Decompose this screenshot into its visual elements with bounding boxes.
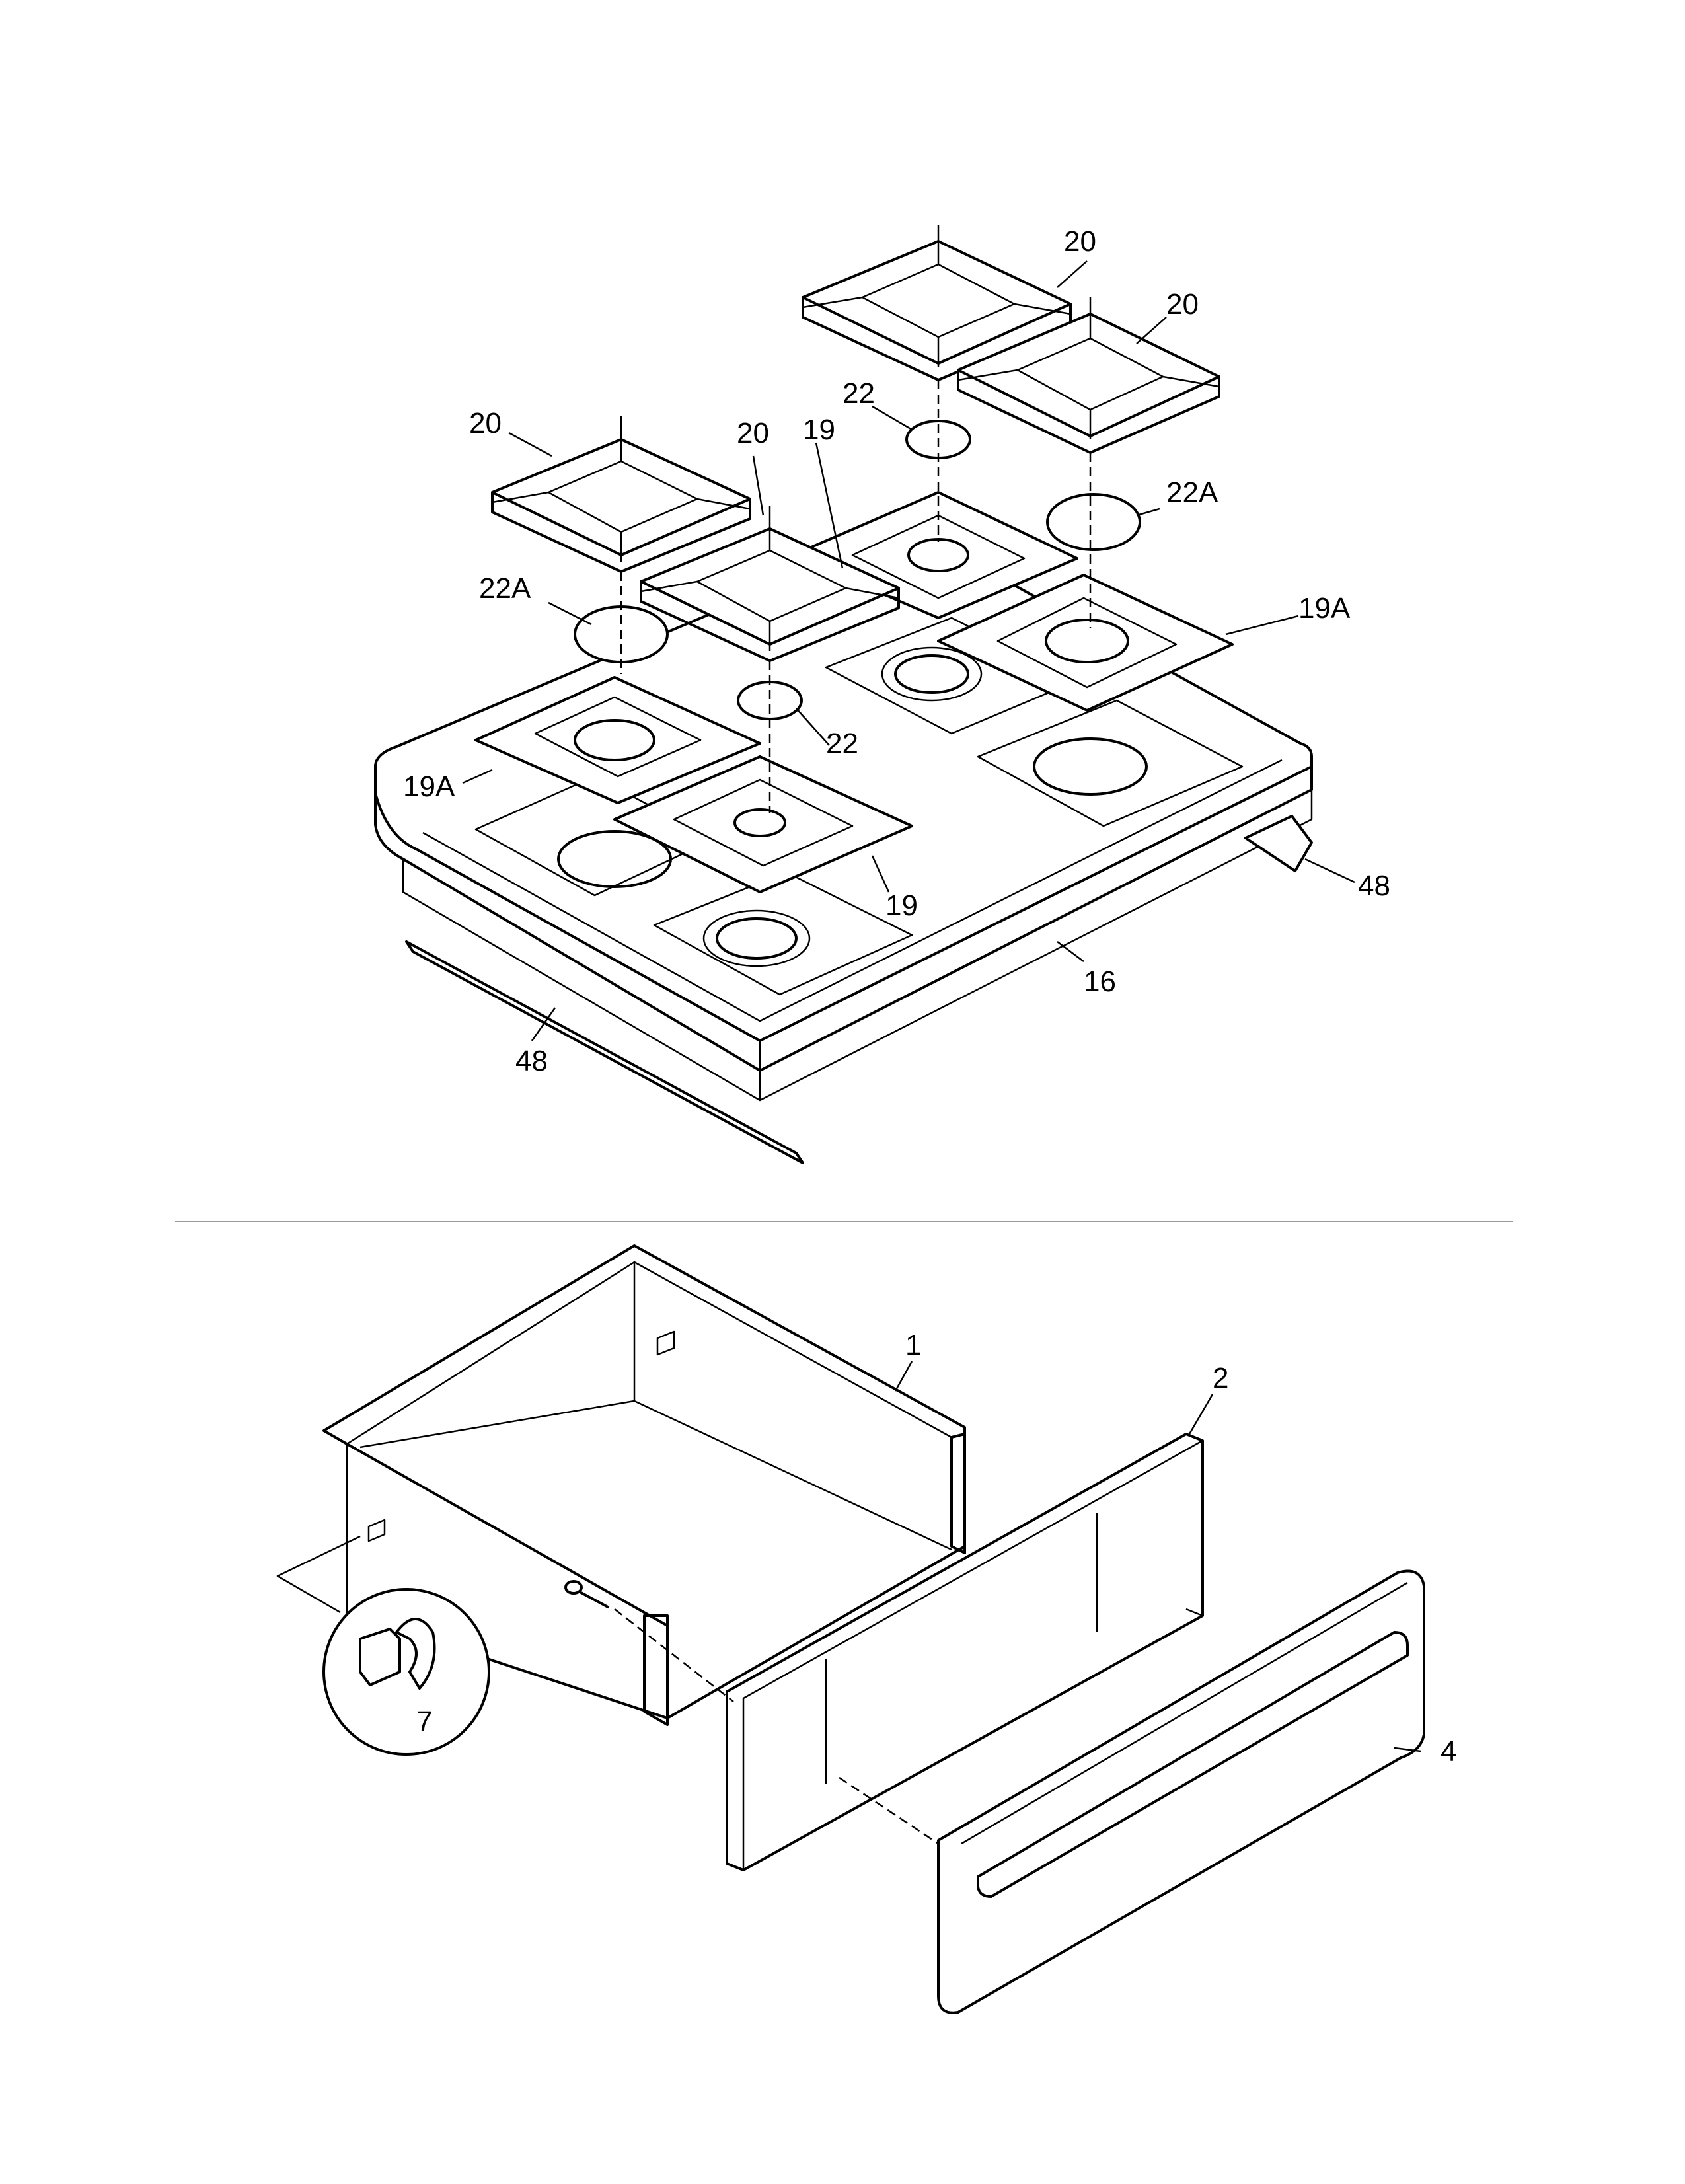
grate-rear-right bbox=[957, 297, 1220, 454]
callout-grate-front-center: 20 bbox=[737, 417, 769, 449]
callout-cap-rear: 22 bbox=[842, 377, 875, 410]
cooktop-assembly bbox=[374, 225, 1355, 1164]
cooktop-leader-lines bbox=[462, 260, 1355, 1041]
callout-tray-right: 19A bbox=[1298, 592, 1351, 624]
callout-drawer-box: 1 bbox=[905, 1329, 921, 1361]
burner-well-front-center bbox=[653, 871, 913, 996]
callout-grate-front-left: 20 bbox=[469, 407, 502, 439]
callout-tray-left: 19A bbox=[403, 771, 455, 803]
callout-cap-front-small: 22 bbox=[826, 728, 858, 760]
burner-tray-front bbox=[613, 755, 913, 893]
burner-well-right bbox=[977, 699, 1244, 827]
callout-cooktop: 16 bbox=[1084, 965, 1116, 998]
drawer-handle-panel bbox=[937, 1569, 1425, 2014]
callout-tray-rear: 19 bbox=[803, 414, 835, 446]
burner-tray-left bbox=[474, 676, 761, 804]
burner-tray-right bbox=[937, 574, 1234, 712]
drawer-glide-detail bbox=[276, 1535, 490, 1756]
callout-cap-left-large: 22A bbox=[479, 572, 531, 605]
grate-front-left bbox=[491, 416, 751, 573]
callout-cap-right-large: 22A bbox=[1166, 476, 1218, 509]
callout-tray-front: 19 bbox=[885, 889, 918, 922]
callout-drawer-handle-panel: 4 bbox=[1441, 1735, 1456, 1768]
cooktop-callout-labels: 20 20 20 20 22 22A 22A 22 19 19A 19A 19 … bbox=[403, 225, 1390, 1077]
drawer-assembly bbox=[276, 1244, 1425, 2014]
callout-drawer-glide: 7 bbox=[416, 1706, 432, 1738]
right-trim-strip bbox=[1244, 815, 1313, 872]
callout-trim-left: 48 bbox=[515, 1045, 548, 1077]
drawer-box bbox=[322, 1244, 966, 1726]
drawer-leader-lines bbox=[894, 1361, 1421, 1752]
drawer-callout-labels: 1 2 4 7 bbox=[416, 1329, 1456, 1768]
drawer-front-panel bbox=[726, 1433, 1204, 1871]
callout-grate-rear-right: 20 bbox=[1166, 288, 1199, 320]
callout-drawer-front-panel: 2 bbox=[1213, 1362, 1228, 1394]
burner-cap-right-large bbox=[1046, 493, 1141, 551]
callout-trim-right: 48 bbox=[1358, 870, 1390, 902]
front-trim-strip bbox=[405, 940, 804, 1164]
callout-grate-rear-top: 20 bbox=[1064, 225, 1096, 258]
